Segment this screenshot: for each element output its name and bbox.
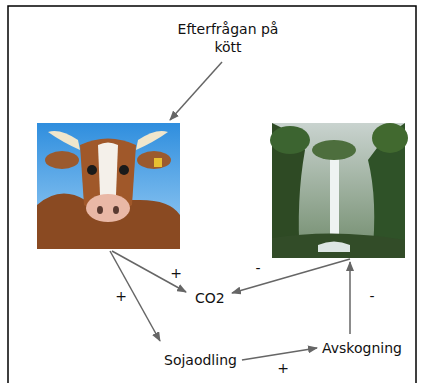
- node-text: Sojaodling: [164, 352, 237, 368]
- cow-picture: [37, 123, 180, 249]
- sign-label: +: [113, 288, 129, 304]
- frame: [8, 6, 416, 383]
- text-node: Sojaodling: [161, 350, 240, 370]
- arrow: [110, 62, 350, 341]
- node-text: Efterfrågan på kött: [178, 21, 279, 55]
- sign-label: +: [168, 265, 184, 281]
- edge-label: +: [275, 360, 291, 376]
- sign-label: -: [367, 288, 376, 304]
- sign-label: -: [253, 260, 262, 276]
- text-node: Avskogning: [319, 338, 405, 358]
- text-node: CO2: [192, 288, 228, 308]
- rainforest-picture: [270, 123, 408, 258]
- text-node: Efterfrågan på kött: [169, 19, 287, 57]
- node-text: Avskogning: [322, 340, 402, 356]
- connector: [242, 348, 317, 360]
- node-text: CO2: [195, 290, 225, 306]
